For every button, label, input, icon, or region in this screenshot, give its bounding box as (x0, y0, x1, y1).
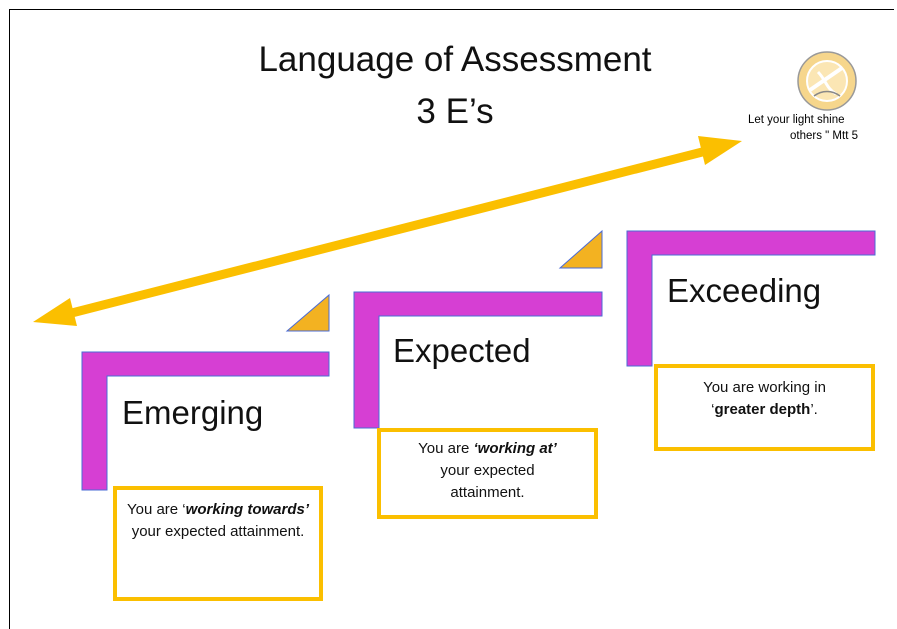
desc-suffix: ’. (810, 401, 818, 418)
step-label-expected: Expected (393, 332, 531, 369)
desc-emphasis: working towards’ (185, 501, 310, 518)
desc-emphasis: greater depth (714, 401, 811, 418)
desc-prefix: You are (418, 440, 474, 457)
page-subtitle: 3 E’s (416, 92, 494, 131)
step-label-emerging: Emerging (122, 394, 264, 431)
desc-box-expected: You are ‘working at’ your expected attai… (377, 428, 598, 519)
school-crest-icon (797, 51, 857, 111)
arrow-head-right (698, 136, 742, 165)
step-exceeding-bracket (626, 230, 876, 367)
step-expected-bracket (353, 229, 603, 429)
step-label-exceeding: Exceeding (667, 272, 822, 309)
desc-box-exceeding: You are working in ‘greater depth’. (654, 364, 875, 451)
step-emerging-bracket (81, 293, 330, 491)
desc-suffix: your expected attainment. (440, 462, 535, 501)
desc-emphasis: ‘working at’ (473, 440, 557, 457)
arrow-head-left (33, 298, 77, 326)
desc-prefix: You are ‘ (126, 501, 186, 518)
desc-prefix: You are working in ‘ (703, 379, 826, 418)
page-title: Language of Assessment (258, 40, 652, 79)
motto-line-1: Let your light shine (748, 114, 845, 126)
triangle-marker-1 (285, 293, 330, 332)
desc-box-emerging: You are ‘working towards’ your expected … (113, 486, 323, 601)
double-arrow (33, 136, 742, 326)
slide-frame (9, 9, 894, 629)
desc-suffix: your expected attainment. (131, 523, 305, 540)
motto-line-2: others " Mtt 5 (790, 130, 858, 142)
motto-text: Let your light shine others " Mtt 5 (748, 112, 897, 144)
triangle-marker-2 (558, 229, 603, 269)
